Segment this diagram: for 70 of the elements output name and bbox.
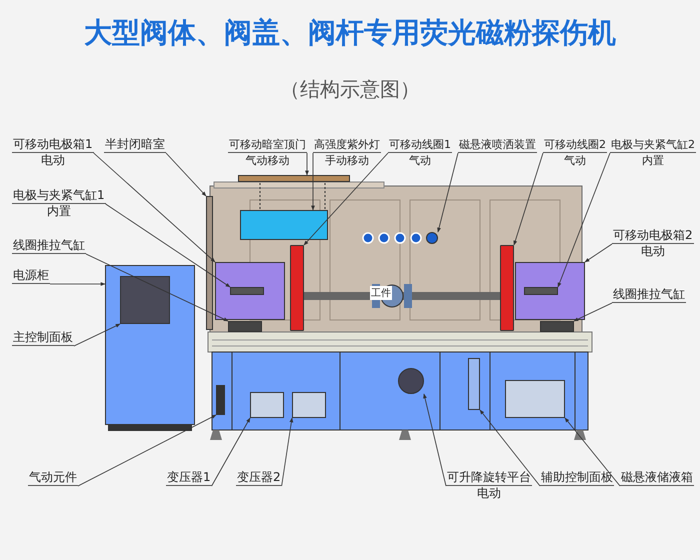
coil — [500, 245, 514, 331]
callout-label: 变压器2 — [236, 470, 282, 486]
callout-label: 可移动线圈1 — [388, 137, 452, 153]
leader-line — [78, 414, 216, 486]
callout-label: 电极与夹紧气缸2 — [610, 137, 696, 153]
title: 大型阀体、阀盖、阀杆专用荧光磁粉探伤机 — [83, 15, 617, 51]
control-panel — [468, 358, 480, 410]
leader-line — [305, 152, 309, 176]
subtitle: （结构示意图） — [279, 76, 421, 103]
callout-label: 气动元件 — [28, 470, 78, 486]
callout-note: 内置 — [641, 153, 665, 168]
leader-line — [480, 410, 540, 486]
callout-label: 线圈推拉气缸 — [612, 287, 686, 303]
callout-label: 可移动暗室顶门 — [228, 137, 307, 153]
callout-label: 磁悬液储液箱 — [620, 470, 694, 486]
leader-line — [93, 152, 216, 262]
callout-label: 可升降旋转平台 — [446, 470, 532, 486]
uv-lamp — [240, 210, 328, 240]
door-rail — [238, 175, 350, 182]
transformer — [250, 392, 284, 418]
leader-line — [574, 302, 612, 322]
callout-note: 气动 — [563, 153, 587, 168]
electrode-box — [515, 262, 585, 320]
leader-line — [50, 282, 106, 286]
callout-note: 内置 — [46, 204, 72, 219]
push-cylinder — [228, 321, 262, 332]
power-cabinet — [105, 265, 195, 425]
callout-label: 辅助控制面板 — [540, 470, 614, 486]
callout-label: 电源柜 — [12, 268, 50, 284]
callout-label: 高强度紫外灯 — [313, 137, 381, 153]
liquid-tank — [505, 380, 565, 418]
callout-label: 可移动电极箱2 — [612, 228, 694, 244]
push-cylinder — [540, 321, 574, 332]
leader-line — [86, 254, 228, 322]
callout-note: 气动 — [408, 153, 432, 168]
clamp-cylinder — [524, 287, 558, 295]
callout-label: 线圈推拉气缸 — [12, 238, 86, 254]
leader-line — [584, 244, 612, 262]
leader-line — [281, 418, 294, 486]
leader-line — [558, 152, 610, 288]
electrode-box — [215, 262, 285, 320]
callout-label: 半封闭暗室 — [104, 137, 166, 153]
coil — [290, 245, 304, 331]
leader-line — [437, 152, 458, 232]
callout-label: 可移动线圈2 — [543, 137, 607, 153]
control-panel — [120, 276, 170, 324]
callout-label: 电极与夹紧气缸1 — [12, 188, 106, 204]
leader-line — [74, 324, 120, 346]
leader-line — [166, 152, 206, 196]
callout-label: 变压器1 — [166, 470, 212, 486]
callout-note: 电动 — [640, 244, 666, 259]
leader-line — [105, 204, 230, 288]
transformer — [292, 392, 326, 418]
leader-line — [304, 152, 388, 246]
leader-line — [564, 418, 620, 486]
callout-note: 气动移动 — [244, 153, 290, 168]
pneumatic-valve — [216, 385, 225, 415]
callout-note: 电动 — [476, 486, 502, 501]
callout-note: 手动移动 — [324, 153, 370, 168]
leader-line — [513, 152, 544, 246]
callout-label: 主控制面板 — [12, 330, 74, 346]
leader-line — [423, 394, 446, 486]
leader-line — [211, 418, 250, 486]
callout-label: 可移动电极箱1 — [12, 137, 94, 153]
darkroom-wall — [206, 196, 213, 330]
callout-note: 电动 — [40, 153, 66, 168]
clamp-cylinder — [230, 287, 264, 295]
leader-line — [311, 152, 315, 210]
callout-label: 磁悬液喷洒装置 — [458, 137, 537, 153]
part-label: 工件 — [370, 286, 392, 300]
